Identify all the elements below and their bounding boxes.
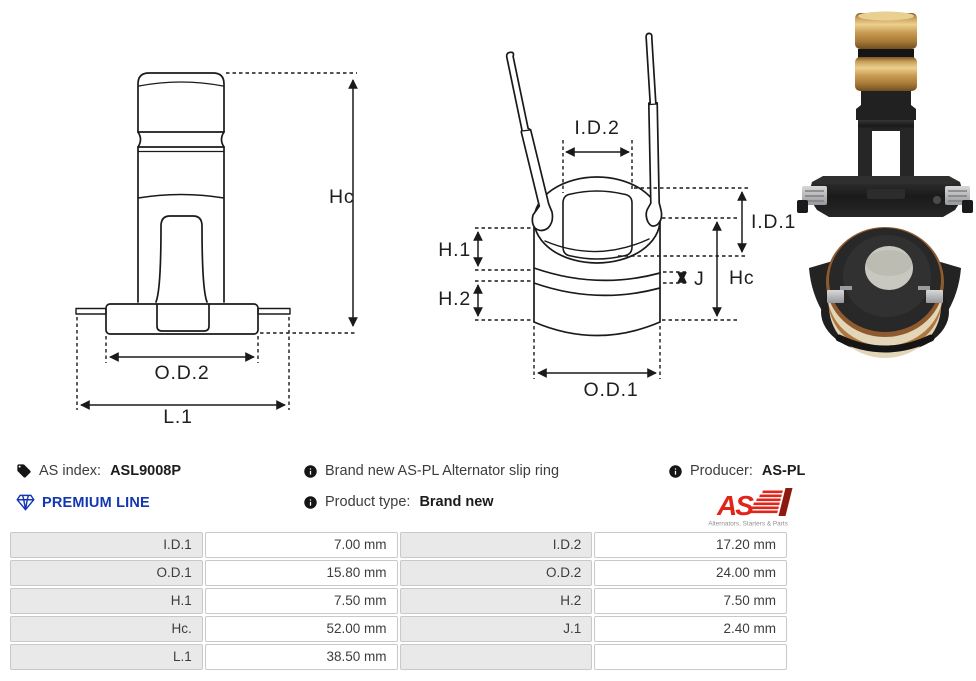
tag-icon [17, 464, 31, 478]
technical-drawings: Hc O.D.2 L.1 [75, 32, 796, 428]
spec-label-cell [399, 644, 593, 670]
dim-label-j: J [694, 268, 705, 290]
producer-label: Producer: [690, 463, 753, 479]
as-pl-logo: AS Alternators, Starters & Parts [708, 488, 793, 528]
producer-value: AS-PL [761, 463, 806, 479]
spec-value-cell: 15.80 mm [204, 560, 398, 586]
dim-label-h2: H.2 [438, 288, 471, 310]
info-icon [304, 464, 317, 478]
spec-label-cell: I.D.1 [10, 532, 203, 558]
spec-value-cell [594, 644, 787, 670]
drawing-side-view-dimensions [76, 72, 357, 410]
dim-label-id1: I.D.1 [751, 211, 796, 233]
dim-label-od2: O.D.2 [155, 362, 210, 384]
description-row: Brand new AS-PL Alternator slip ring [303, 463, 559, 479]
spec-value-cell: 2.40 mm [594, 616, 787, 642]
spec-label-cell: Hc. [10, 616, 203, 642]
as-pl-logo-tagline: Alternators, Starters & Parts [708, 521, 788, 528]
dim-label-hc-left: Hc [329, 186, 354, 208]
spec-table: I.D.1 7.00 mm I.D.2 17.20 mm O.D.1 15.80… [10, 532, 787, 670]
dim-label-l1: L.1 [163, 406, 193, 428]
spec-label-cell: H.2 [399, 588, 593, 614]
spec-value-cell: 52.00 mm [204, 616, 398, 642]
spec-value-cell: 7.00 mm [204, 532, 398, 558]
spec-label-cell: L.1 [10, 644, 203, 670]
info-icon [669, 464, 682, 478]
diamond-icon [16, 494, 35, 511]
premium-line-row: PREMIUM LINE [16, 494, 150, 511]
product-photo [797, 11, 973, 358]
as-index-label: AS index: [39, 463, 102, 479]
as-index-row: AS index: ASL9008P [16, 463, 181, 479]
dim-label-h1: H.1 [438, 239, 471, 261]
product-type-row: Product type: Brand new [303, 494, 494, 510]
dim-label-od1: O.D.1 [584, 379, 639, 401]
producer-row: Producer: AS-PL [668, 463, 805, 479]
dim-label-id2: I.D.2 [574, 117, 619, 139]
spec-value-cell: 24.00 mm [594, 560, 787, 586]
as-pl-logo-text: AS [716, 490, 754, 521]
spec-label-cell: I.D.2 [399, 532, 593, 558]
photo-top-assembly [797, 11, 973, 217]
drawing-perspective-view [505, 32, 663, 337]
product-type-label: Product type: [325, 494, 411, 510]
spec-value-cell: 17.20 mm [594, 532, 787, 558]
product-type-value: Brand new [419, 494, 494, 510]
drawing-perspective-dimensions [475, 140, 748, 379]
product-description: Brand new AS-PL Alternator slip ring [325, 463, 560, 479]
dim-label-hc-middle: Hc [729, 267, 754, 289]
spec-value-cell: 7.50 mm [594, 588, 787, 614]
spec-value-cell: 38.50 mm [204, 644, 398, 670]
as-index-value: ASL9008P [110, 463, 182, 479]
spec-label-cell: O.D.2 [399, 560, 593, 586]
spec-label-cell: J.1 [399, 616, 593, 642]
premium-line-label: PREMIUM LINE [42, 494, 150, 511]
drawing-side-view [75, 72, 291, 335]
spec-label-cell: O.D.1 [10, 560, 203, 586]
info-icon [304, 495, 317, 509]
photo-bottom-assembly [809, 227, 961, 358]
spec-value-cell: 7.50 mm [204, 588, 398, 614]
spec-label-cell: H.1 [10, 588, 203, 614]
